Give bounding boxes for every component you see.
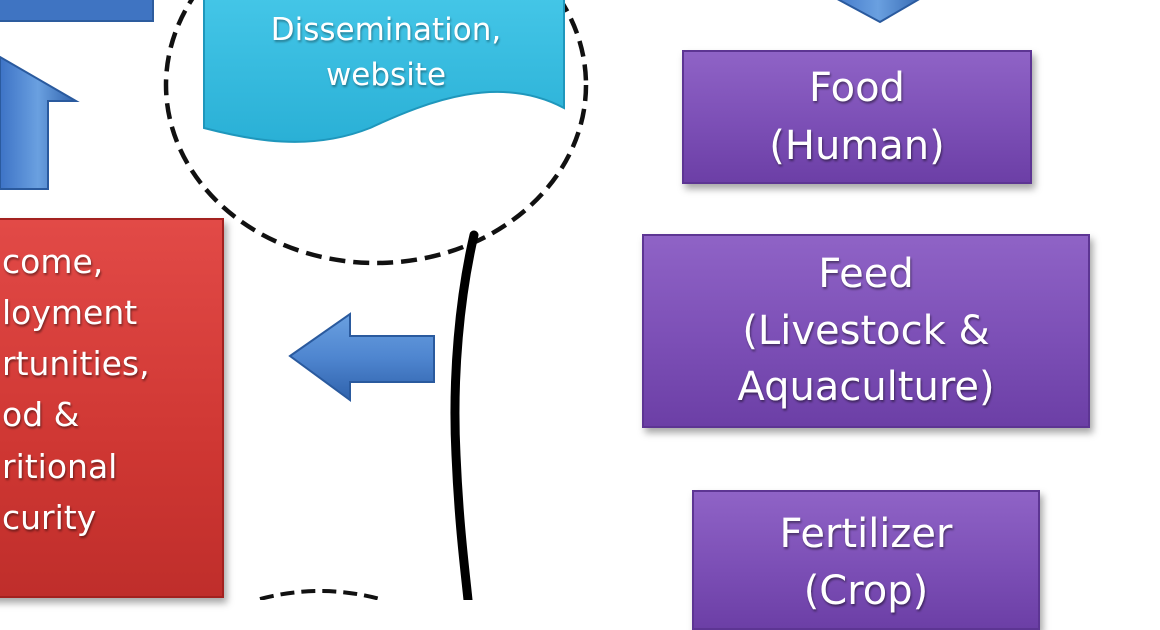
red-line-5: ritional <box>2 446 118 486</box>
fertilizer-crop-box: Fertilizer (Crop) <box>692 490 1040 630</box>
cyan-document-text: Dissemination, website <box>206 8 566 98</box>
red-line-2: loyment <box>2 293 138 333</box>
red-line-6: curity <box>2 497 97 537</box>
left-arrow-icon <box>288 312 435 402</box>
fertilizer-line-1: Fertilizer <box>779 511 953 557</box>
cyan-document-shape <box>203 0 565 143</box>
down-arrow-icon <box>837 0 920 24</box>
feed-line-2: (Livestock & <box>742 307 990 354</box>
up-arrow-icon <box>0 55 80 190</box>
red-line-1: come, <box>2 242 104 281</box>
dashed-circle-outline <box>163 0 589 266</box>
dashed-arc-bottom <box>259 589 381 600</box>
feed-line-1: Feed <box>818 250 914 297</box>
cyan-text-line-1: Dissemination, <box>270 12 502 48</box>
fertilizer-line-2: (Crop) <box>803 567 929 614</box>
food-line-1: Food <box>809 65 905 111</box>
red-outcomes-box: come, loyment rtunities, od & ritional c… <box>0 218 224 598</box>
blue-box-top-left <box>0 0 154 22</box>
cyan-text-line-2: website <box>325 56 447 93</box>
red-line-4: od & <box>2 395 80 435</box>
food-human-box: Food (Human) <box>682 50 1032 184</box>
feed-line-3: Aquaculture) <box>737 364 995 411</box>
red-line-3: rtunities, <box>2 344 150 384</box>
food-line-2: (Human) <box>769 123 945 169</box>
feed-livestock-box: Feed (Livestock & Aquaculture) <box>642 234 1090 428</box>
connector-line <box>450 230 479 600</box>
